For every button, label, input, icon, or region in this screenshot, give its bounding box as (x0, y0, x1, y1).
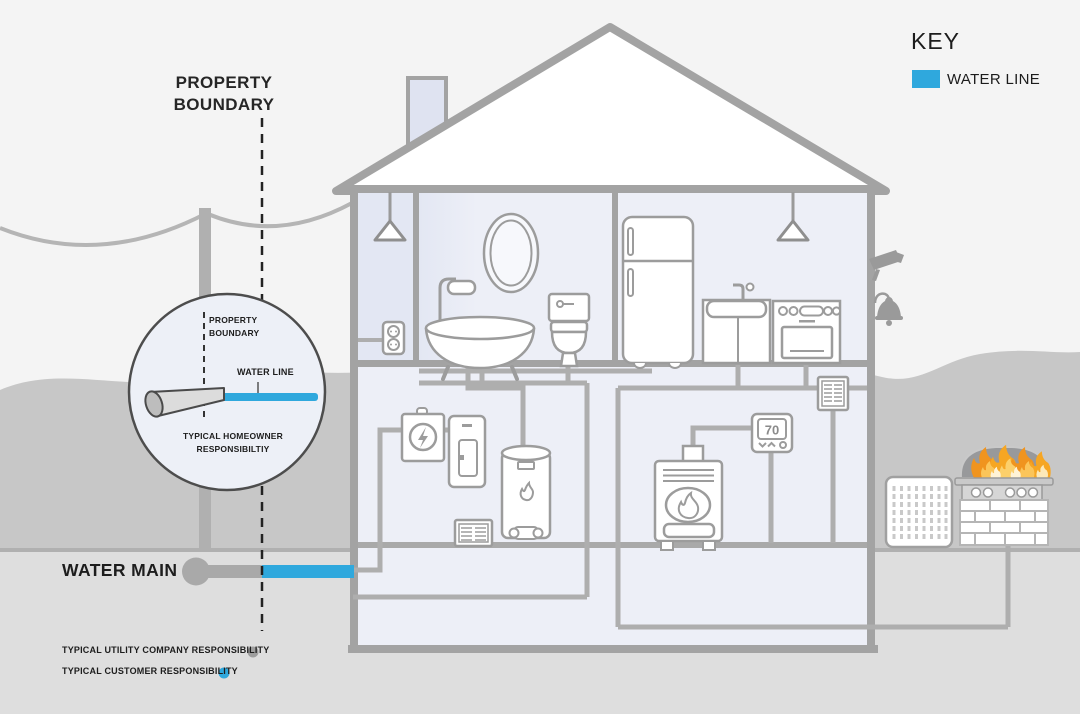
furnace (653, 444, 724, 551)
key-title: KEY (911, 28, 961, 54)
refrigerator (621, 215, 695, 369)
floor-vent (453, 518, 494, 548)
magnifier-inset (127, 292, 327, 492)
ceiling-beam (348, 185, 878, 193)
wall-vent (816, 375, 850, 412)
left-wall (350, 185, 358, 653)
pendant-lamp (373, 192, 407, 242)
bathtub (424, 277, 536, 381)
inset-property-boundary-label: PROPERTY BOUNDARY (209, 315, 260, 338)
pendant-lamp (776, 192, 810, 242)
utility-responsibility-label: TYPICAL UTILITY COMPANY RESPONSIBILITY (62, 645, 270, 655)
chevron-up-icon (767, 441, 776, 448)
stove (771, 299, 842, 365)
inset-water-line (204, 393, 318, 401)
utility-responsibility-dot (247, 646, 259, 658)
water-heater (500, 444, 552, 540)
water-main-pipe (182, 557, 264, 586)
kitchen-sink (701, 282, 772, 365)
alarm-bell-icon (873, 292, 903, 326)
brick-base (959, 499, 1049, 546)
gear-icon (779, 441, 787, 449)
chevron-down-icon (758, 442, 767, 448)
power-lines (0, 201, 353, 247)
interior-wall (413, 191, 419, 362)
bbq-grill (954, 444, 1054, 546)
right-wall (867, 185, 875, 653)
basement-floor-beam (350, 542, 875, 548)
foundation-beam (348, 645, 878, 653)
electric-meter (400, 407, 446, 463)
inset-service-pipe (144, 387, 225, 418)
toilet (547, 292, 591, 368)
breaker-panel (447, 414, 487, 489)
inset-water-line-label: WATER LINE (237, 367, 294, 377)
thermostat-temperature: 70 (765, 423, 779, 438)
key-water-line-swatch (912, 70, 940, 88)
customer-responsibility-label: TYPICAL CUSTOMER RESPONSIBILITY (62, 666, 238, 676)
thermostat: 70 (750, 412, 794, 454)
security-camera-icon (869, 250, 904, 281)
key-water-line-label: WATER LINE (947, 71, 1041, 88)
mirror (482, 212, 540, 294)
customer-responsibility-dot (218, 667, 230, 679)
inset-homeowner-label: TYPICAL HOMEOWNER RESPONSIBILTIY (182, 431, 284, 455)
interior-wall (612, 191, 618, 362)
water-line (262, 565, 354, 578)
power-outlet (358, 320, 406, 356)
water-main-label: WATER MAIN (62, 560, 178, 580)
main-floor-beam (350, 360, 875, 367)
ac-unit (884, 475, 954, 549)
property-boundary-label: PROPERTY BOUNDARY (173, 73, 275, 115)
